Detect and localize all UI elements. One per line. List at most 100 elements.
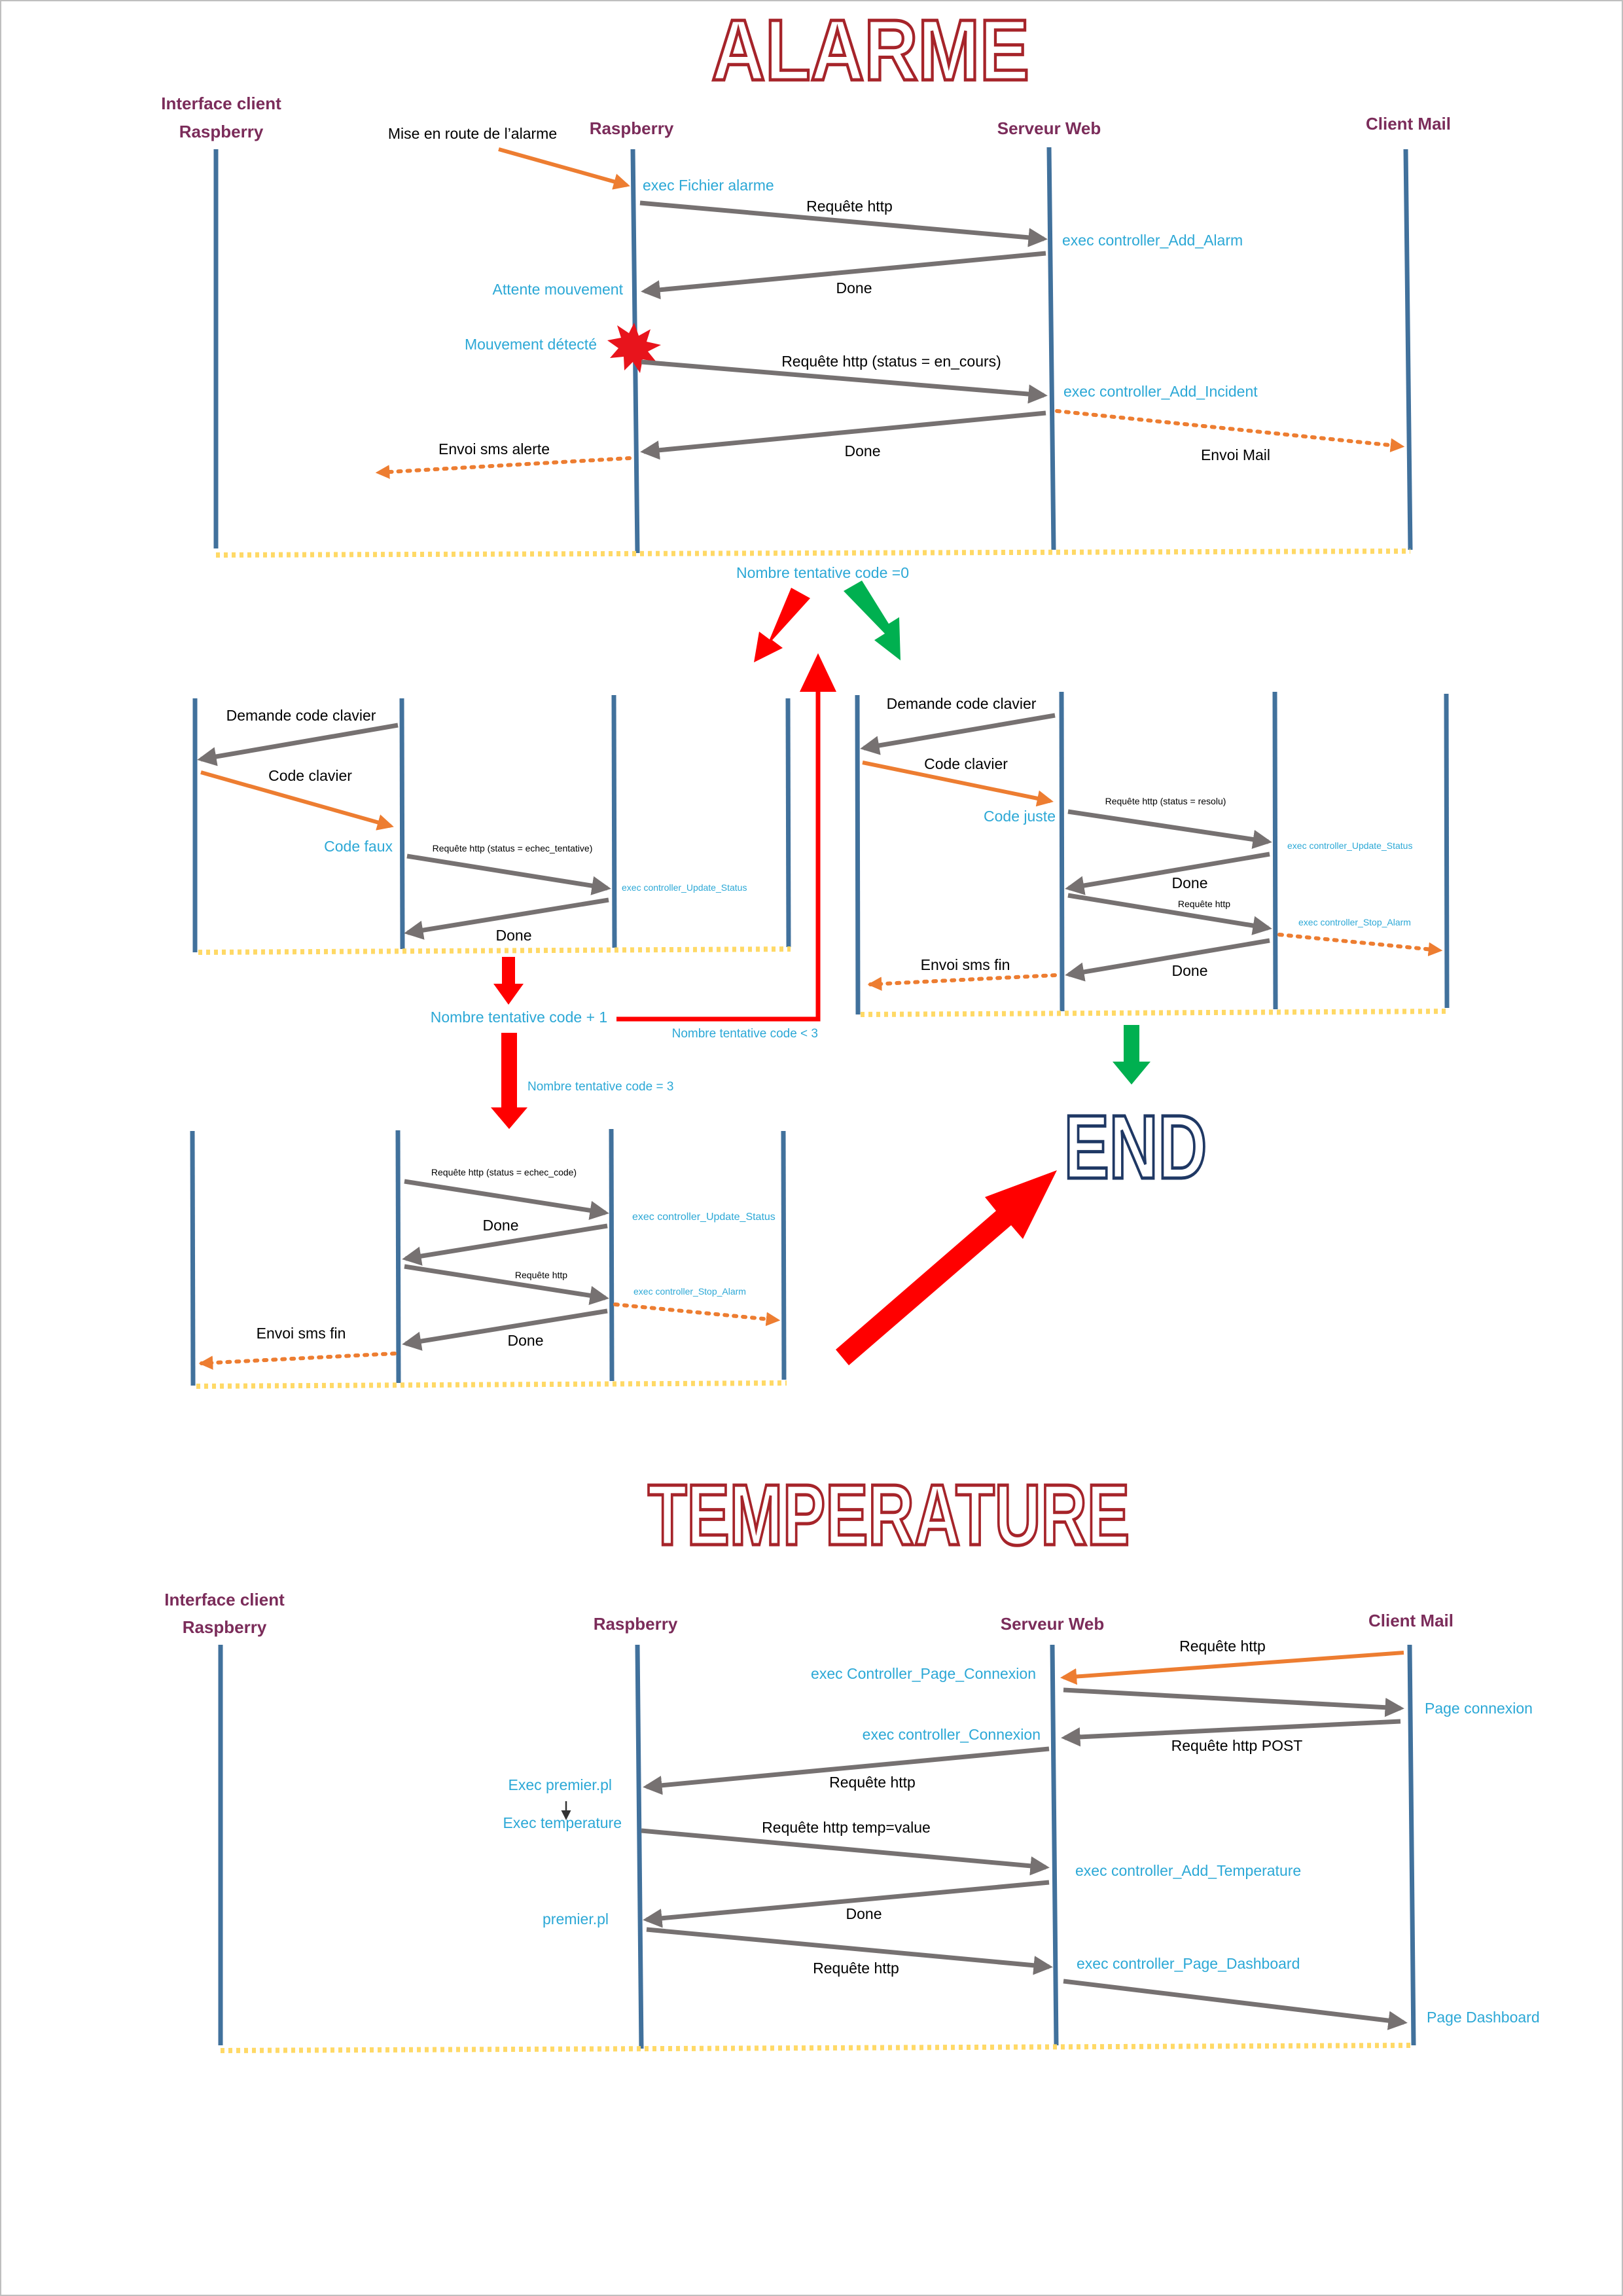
final-sms-end [198, 1352, 397, 1370]
increment-arrow [493, 957, 524, 1005]
temp-post-label: Requête http POST [1171, 1737, 1303, 1754]
final-request-2 [404, 1264, 609, 1305]
final-separator [196, 1380, 787, 1389]
final-done-2 [402, 1308, 608, 1351]
temp-page-connexion-ctrl: exec Controller_Page_Connexion [811, 1665, 1036, 1682]
success-end-arrow [1113, 1025, 1150, 1085]
temp-connexion-ctrl: exec controller_Connexion [863, 1726, 1041, 1743]
success-lifeline-client [855, 694, 861, 1015]
temp-request-2-label: Requête http [829, 1774, 916, 1791]
actor-mail: Client Mail [1366, 114, 1451, 134]
increment-note: Nombre tentative code + 1 [431, 1009, 607, 1026]
fail-ask [197, 723, 399, 766]
temp-post [1061, 1719, 1401, 1747]
success-lifeline-raspberry [1059, 691, 1065, 1012]
fail-ask-label: Demande code clavier [226, 707, 376, 724]
temp-page-connexion-msg [1063, 1687, 1404, 1717]
message-done-2-label: Done [845, 442, 881, 459]
temp-done [643, 1880, 1050, 1928]
temp-add-temperature: exec controller_Add_Temperature [1075, 1862, 1301, 1879]
temp-request-temp [641, 1828, 1050, 1876]
loop-back-line [616, 681, 821, 1022]
success-right-note: Code juste [984, 808, 1056, 825]
success-ask-label: Demande code clavier [887, 695, 1037, 712]
message-done-1 [641, 251, 1046, 300]
success-panel: Demande code clavier Code clavier Code j… [855, 691, 1450, 1017]
fail-branch-arrow [754, 588, 810, 662]
actor-client-line2: Raspberry [179, 122, 264, 141]
temp-dashboard-ctrl: exec controller_Page_Dashboard [1077, 1955, 1300, 1972]
fail-code-label: Code clavier [268, 767, 352, 784]
equals-arrow [491, 1033, 527, 1129]
success-branch-arrow [844, 581, 901, 660]
final-request-2-label: Requête http [515, 1270, 567, 1280]
temp-exec-premier: Exec premier.pl [508, 1776, 612, 1793]
temp-lifeline-mail [1407, 1644, 1416, 2046]
alarm-section: ALARME Interface client Raspberry Raspbe… [161, 1, 1451, 1389]
success-mail-notify [1277, 933, 1443, 957]
success-done-2-label: Done [1172, 962, 1208, 979]
message-request-1 [639, 200, 1048, 247]
waiting-note: Attente mouvement [493, 281, 624, 298]
equals-note: Nombre tentative code = 3 [527, 1080, 673, 1094]
success-request-2 [1067, 893, 1272, 935]
success-request-1 [1067, 809, 1272, 850]
temp-actor-raspberry: Raspberry [594, 1614, 678, 1634]
temp-exec-temperature: Exec temperature [503, 1814, 622, 1831]
success-request-2-label: Requête http [1178, 899, 1230, 909]
add-alarm-note: exec controller_Add_Alarm [1062, 232, 1243, 249]
success-lifeline-mail [1444, 693, 1450, 1009]
final-lifeline-mail [781, 1130, 787, 1380]
fail-request-label: Requête http (status = echec_tentative) [433, 843, 593, 853]
temp-actor-server: Serveur Web [1001, 1614, 1104, 1634]
alarm-title: ALARME [711, 3, 1029, 99]
lifeline-mail [1403, 149, 1413, 550]
temp-actor-mail: Client Mail [1368, 1611, 1454, 1630]
add-incident-note: exec controller_Add_Incident [1063, 383, 1258, 400]
message-done-1-label: Done [836, 279, 872, 296]
fail-wrong-note: Code faux [324, 838, 393, 855]
explosion-icon [607, 323, 661, 373]
end-label: END [1064, 1097, 1207, 1198]
final-done-1 [402, 1223, 608, 1266]
success-done-2 [1065, 938, 1270, 982]
success-sms-end-label: Envoi sms fin [921, 956, 1010, 973]
fail-lifeline-server [611, 694, 617, 948]
less-than-note: Nombre tentative code < 3 [672, 1027, 818, 1041]
success-separator [860, 1009, 1449, 1017]
fail-done [404, 897, 609, 940]
start-label: Mise en route de l’alarme [388, 125, 557, 142]
fail-request [406, 853, 611, 895]
message-done-2 [640, 410, 1046, 460]
final-stop-note: exec controller_Stop_Alarm [633, 1286, 746, 1297]
final-done-2-label: Done [508, 1332, 544, 1349]
success-code [862, 761, 1054, 807]
start-arrow [498, 147, 630, 190]
exec-file-note: exec Fichier alarme [643, 177, 774, 194]
success-ask [860, 713, 1056, 755]
final-lifeline-client [190, 1130, 196, 1386]
final-lifeline-raspberry [395, 1130, 401, 1384]
temp-lifeline-raspberry [635, 1644, 644, 2049]
message-sms-alert-label: Envoi sms alerte [438, 440, 550, 457]
temperature-title: TEMPERATURE [648, 1467, 1130, 1564]
success-sms-end [867, 973, 1057, 991]
temp-lifeline-server [1050, 1644, 1059, 2046]
final-update-note: exec controller_Update_Status [632, 1211, 776, 1223]
temp-actor-client-line2: Raspberry [183, 1617, 267, 1637]
success-update-note: exec controller_Update_Status [1287, 840, 1412, 851]
temp-request-2 [643, 1746, 1050, 1795]
lifeline-server [1046, 147, 1056, 550]
fail-end-arrow [836, 1170, 1057, 1365]
fail-code [200, 770, 394, 831]
temp-done-label: Done [846, 1905, 882, 1922]
final-request-1 [404, 1179, 609, 1220]
temp-page-dashboard: Page Dashboard [1427, 2009, 1540, 2026]
success-done-1-label: Done [1172, 874, 1208, 891]
success-request-1-label: Requête http (status = resolu) [1105, 796, 1226, 806]
temp-separator [220, 2043, 1414, 2053]
actor-client-line1: Interface client [161, 94, 281, 113]
temp-request-1-label: Requête http [1179, 1638, 1266, 1655]
success-done-1 [1065, 852, 1270, 895]
